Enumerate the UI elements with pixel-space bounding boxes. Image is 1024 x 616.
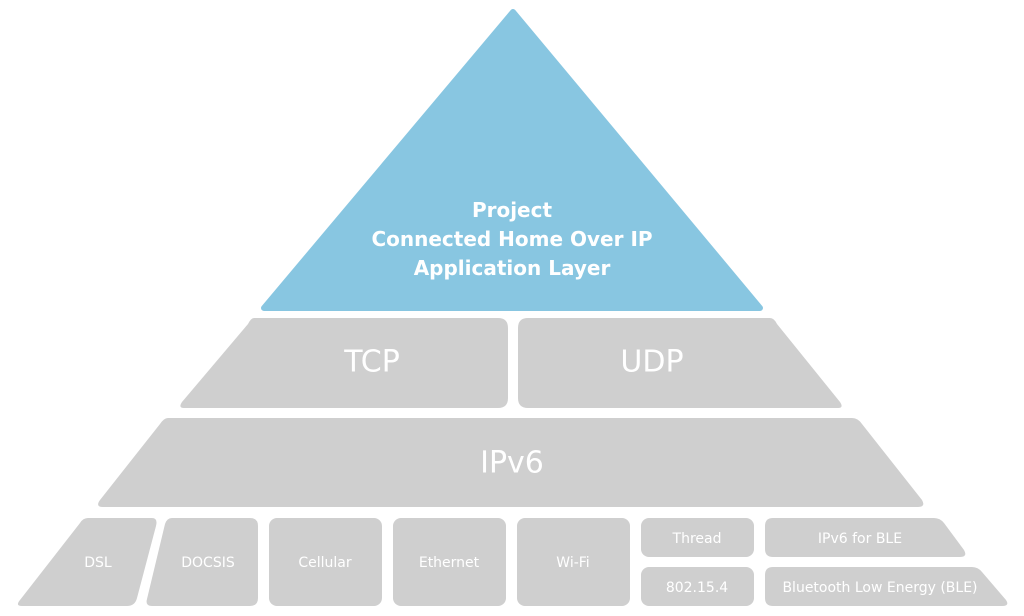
tcp-block xyxy=(180,318,508,408)
application-layer-label-line3: Application Layer xyxy=(414,256,611,280)
ipv6-for-ble-block xyxy=(765,518,966,557)
thread-block xyxy=(641,518,754,557)
ipv6-for-ble-label: IPv6 for BLE xyxy=(818,531,902,547)
ethernet-label: Ethernet xyxy=(419,555,480,571)
ble-block xyxy=(765,567,1008,606)
application-layer-label-line2: Connected Home Over IP xyxy=(371,227,652,251)
cellular-block xyxy=(269,518,382,606)
ipv6-label: IPv6 xyxy=(480,446,544,481)
wifi-block xyxy=(517,518,630,606)
cellular-label: Cellular xyxy=(298,555,352,571)
application-layer-label-line1: Project xyxy=(472,198,553,222)
wifi-label: Wi-Fi xyxy=(556,555,589,571)
application-layer-triangle xyxy=(261,9,763,311)
udp-label: UDP xyxy=(620,345,683,380)
dsl-label: DSL xyxy=(84,555,112,571)
ethernet-block xyxy=(393,518,506,606)
udp-block xyxy=(518,318,842,408)
ipv6-block xyxy=(98,418,924,507)
docsis-block xyxy=(146,518,258,606)
ieee-802-15-4-label: 802.15.4 xyxy=(666,580,728,596)
docsis-label: DOCSIS xyxy=(181,555,235,571)
ble-label: Bluetooth Low Energy (BLE) xyxy=(782,580,977,596)
tcp-label: TCP xyxy=(343,345,400,380)
ieee-802-15-4-block xyxy=(641,567,754,606)
dsl-block xyxy=(17,518,157,606)
thread-label: Thread xyxy=(672,531,722,547)
